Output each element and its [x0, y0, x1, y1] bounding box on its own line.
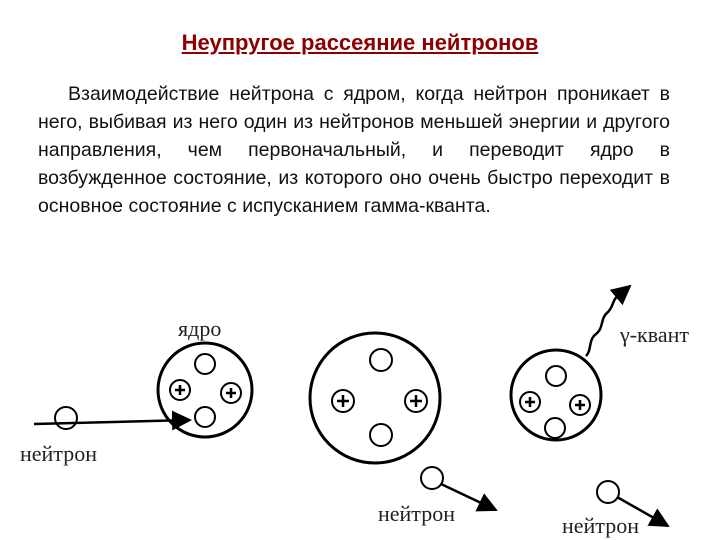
outgoing-arrow — [616, 495, 670, 528]
nucleus-outline — [509, 348, 603, 442]
incoming-arrow — [33, 410, 192, 431]
nucleus-outline — [308, 331, 442, 465]
neutron-particle — [544, 417, 566, 439]
gamma-wave-arrow — [585, 284, 632, 357]
neutron-particle — [369, 348, 393, 372]
neutron-particle — [369, 423, 393, 447]
stage-2-nucleus — [308, 331, 442, 465]
outgoing-neutron-2 — [596, 480, 670, 528]
neutron-particle — [194, 353, 216, 375]
gamma-ray — [585, 284, 632, 357]
neutron-particle — [54, 406, 78, 430]
incoming-neutron-label: нейтрон — [20, 441, 97, 466]
plus-sign-icon — [575, 400, 585, 410]
plus-sign-icon — [337, 395, 349, 407]
outgoing-neutron-1 — [420, 466, 498, 512]
stage-3-nucleus — [509, 348, 603, 442]
outgoing-neutron-label-1: нейтрон — [378, 501, 455, 526]
plus-sign-icon — [175, 385, 185, 395]
nucleus-label: ядро — [178, 316, 221, 341]
plus-sign-icon — [226, 388, 236, 398]
neutron-particle — [596, 480, 620, 504]
outgoing-arrow — [440, 482, 498, 512]
description-paragraph: Взаимодействие нейтрона с ядром, когда н… — [38, 83, 670, 217]
neutron-particle — [194, 406, 216, 428]
slide-title: Неупругое рассеяние нейтронов — [181, 30, 539, 55]
plus-sign-icon — [410, 395, 422, 407]
stage-1-nucleus — [156, 341, 254, 439]
neutron-particle — [420, 466, 444, 490]
gamma-label: γ-квант — [619, 322, 689, 347]
nucleus-outline — [156, 341, 254, 439]
neutron-particle — [545, 365, 567, 387]
plus-sign-icon — [525, 397, 535, 407]
incoming-neutron — [33, 406, 192, 431]
outgoing-neutron-label-2: нейтрон — [562, 513, 639, 538]
